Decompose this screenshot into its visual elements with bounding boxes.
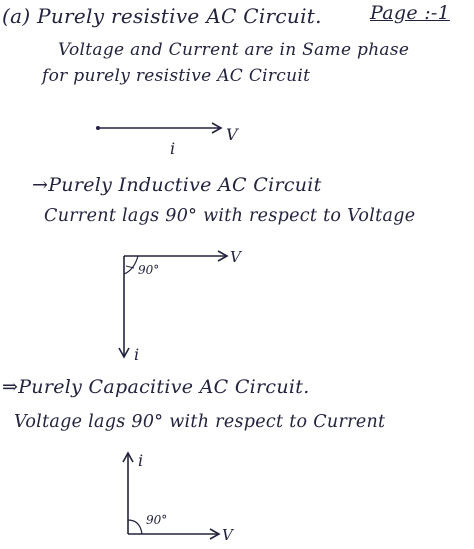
angle-pointer <box>125 265 135 269</box>
angle-arc <box>127 519 143 535</box>
voltage-label: V <box>226 125 239 144</box>
phasor-arrowhead <box>211 122 223 134</box>
inductive-heading: →Purely Inductive AC Circuit <box>32 174 322 196</box>
current-label: i <box>134 345 139 364</box>
inductive-description: Current lags 90° with respect to Voltage <box>44 206 416 226</box>
capacitive-heading: ⇒Purely Capacitive AC Circuit. <box>2 376 310 398</box>
resistive-phase-text-cont: for purely resistive AC Circuit <box>42 66 311 86</box>
capacitive-phasor-diagram: 90° V i <box>122 451 235 544</box>
voltage-arrowhead <box>209 528 221 540</box>
resistive-phasor-diagram: V i <box>96 122 239 158</box>
current-arrowhead <box>118 347 130 359</box>
angle-label: 90° <box>146 513 167 527</box>
resistive-phase-text: Voltage and Current are in Same phase <box>58 40 410 60</box>
voltage-label: V <box>230 248 243 266</box>
voltage-label: V <box>222 526 235 544</box>
current-label: i <box>170 139 175 158</box>
capacitive-description: Voltage lags 90° with respect to Current <box>14 412 386 432</box>
angle-label: 90° <box>138 263 159 277</box>
page-number: Page :-1 <box>370 2 451 24</box>
voltage-arrowhead <box>217 250 229 262</box>
current-arrowhead <box>122 451 134 463</box>
inductive-phasor-diagram: 90° V i <box>118 248 243 364</box>
section-title: (a) Purely resistive AC Circuit. <box>2 4 322 28</box>
current-label: i <box>138 451 143 470</box>
angle-arc <box>123 255 139 275</box>
